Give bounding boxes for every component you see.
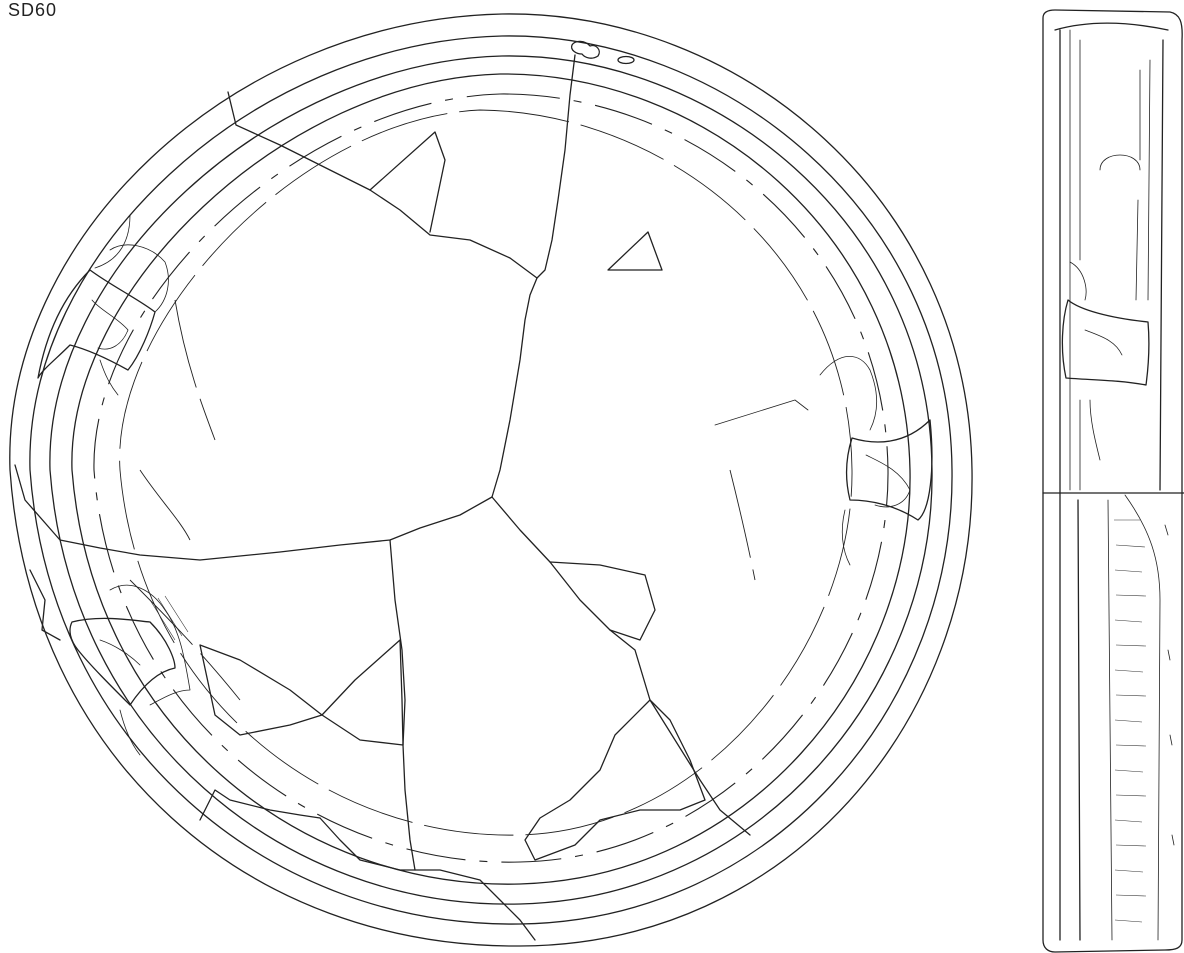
inner-wall xyxy=(71,73,911,885)
section-lug xyxy=(1061,299,1150,386)
section-line-4 xyxy=(1159,39,1164,491)
section-lower-band-r xyxy=(1124,494,1161,941)
section-view xyxy=(1042,9,1184,953)
rim-hole-2 xyxy=(617,55,635,65)
section-lug-detail xyxy=(1069,261,1123,461)
section-lower-ticks xyxy=(1164,524,1175,846)
section-lower-band-l xyxy=(1107,499,1113,941)
lug-left-upper xyxy=(37,214,169,396)
inner-sweep-1 xyxy=(129,579,241,701)
inner-sweep-3 xyxy=(174,299,216,441)
chip-upper xyxy=(369,131,446,233)
specimen-label: SD60 xyxy=(8,0,58,20)
section-line-6 xyxy=(1135,69,1141,301)
section-lower-hatch xyxy=(1114,519,1147,923)
fracture-line-2 xyxy=(227,91,538,279)
fracture-line-11 xyxy=(29,569,61,641)
lug-left-lower xyxy=(69,584,191,756)
fracture-line-5 xyxy=(389,539,416,871)
base-ring-dashed xyxy=(119,109,853,836)
fracture-line-9 xyxy=(319,817,536,941)
lug-right xyxy=(714,356,933,566)
section-line-5 xyxy=(1147,59,1151,301)
inner-sweep-4 xyxy=(729,469,756,581)
inner-wall-dashed xyxy=(93,93,889,863)
fracture-line-4 xyxy=(491,496,751,836)
rim-hole xyxy=(570,40,600,59)
rim-line-3 xyxy=(49,55,933,905)
rim-line-2 xyxy=(29,35,953,925)
section-lower-inner xyxy=(1077,499,1081,941)
inner-sweep-2 xyxy=(139,469,191,541)
outer-rim xyxy=(9,13,973,947)
fracture-line-7 xyxy=(199,639,404,746)
section-rim-top xyxy=(1054,22,1169,31)
plan-view xyxy=(9,13,973,947)
chip-right xyxy=(607,231,663,271)
fracture-line-6 xyxy=(549,561,656,641)
fracture-line-10 xyxy=(199,789,321,821)
fracture-line-3 xyxy=(14,464,493,561)
section-arc xyxy=(1099,154,1141,171)
section-outline xyxy=(1042,9,1183,953)
fracture-line-8 xyxy=(524,699,706,861)
